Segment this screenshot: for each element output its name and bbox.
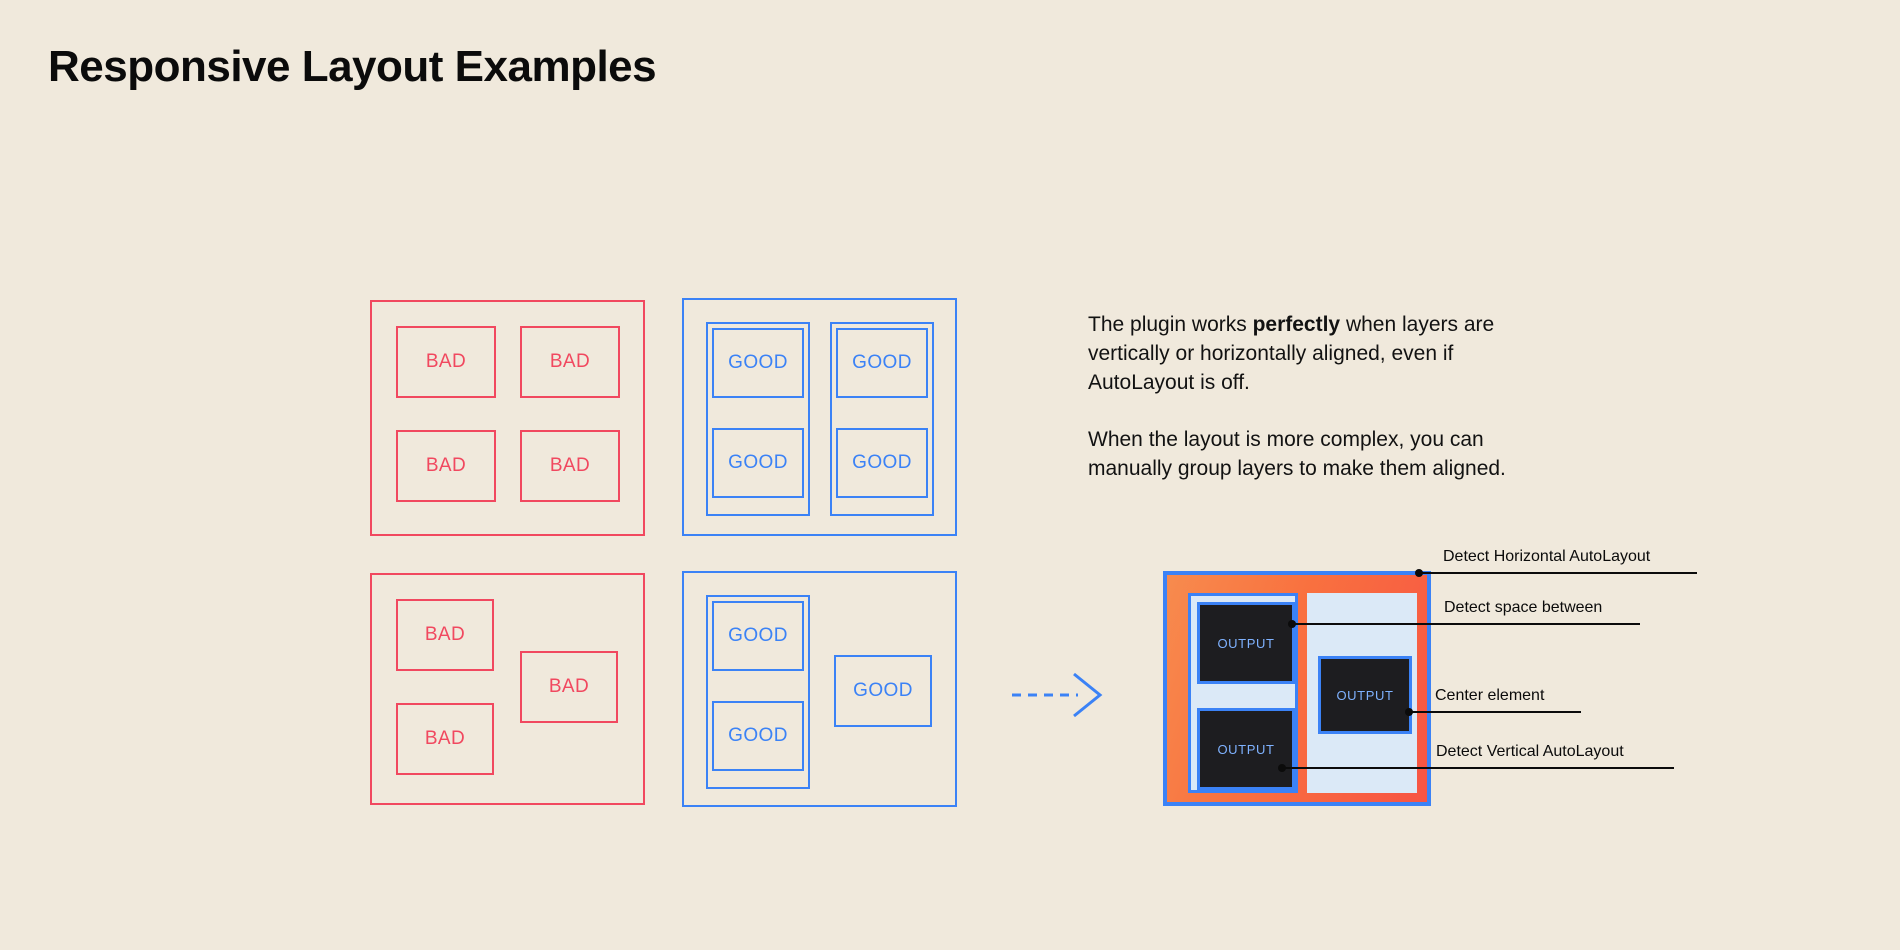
callout-label: Detect space between bbox=[1444, 599, 1603, 616]
callout-line bbox=[1419, 572, 1697, 574]
description-copy: The plugin works perfectly when layers a… bbox=[1088, 310, 1548, 483]
good-cell: GOOD bbox=[834, 655, 932, 727]
bad-cell: BAD bbox=[396, 326, 496, 398]
mock-panel: OUTPUT OUTPUT OUTPUT bbox=[1163, 571, 1431, 806]
callout-line bbox=[1282, 767, 1674, 769]
page-title: Responsive Layout Examples bbox=[48, 42, 657, 91]
good-cell: GOOD bbox=[712, 328, 804, 398]
bad-cell: BAD bbox=[520, 430, 620, 502]
output-chip: OUTPUT bbox=[1197, 708, 1295, 790]
paragraph-one-post: when layers are vertically or horizontal… bbox=[1088, 313, 1495, 394]
good-cell: GOOD bbox=[836, 428, 928, 498]
paragraph-one-pre: The plugin works bbox=[1088, 313, 1253, 336]
callout-label: Detect Horizontal AutoLayout bbox=[1443, 548, 1651, 565]
callout-line bbox=[1292, 623, 1640, 625]
paragraph-one-emphasis: perfectly bbox=[1252, 313, 1341, 336]
example-good-stagger: GOOD GOOD GOOD bbox=[682, 571, 957, 807]
mock-right-frame: OUTPUT bbox=[1307, 593, 1417, 793]
paragraph-one: The plugin works perfectly when layers a… bbox=[1088, 310, 1548, 397]
example-good-grid: GOOD GOOD GOOD GOOD bbox=[682, 298, 957, 536]
example-bad-stagger: BAD BAD BAD bbox=[370, 573, 645, 805]
good-subgroup: GOOD GOOD bbox=[706, 322, 810, 516]
mock-left-frame: OUTPUT OUTPUT bbox=[1188, 593, 1298, 793]
good-cell: GOOD bbox=[712, 601, 804, 671]
callout-label: Center element bbox=[1435, 687, 1545, 704]
good-cell: GOOD bbox=[836, 328, 928, 398]
flow-arrow-icon bbox=[1012, 672, 1104, 718]
good-subgroup: GOOD GOOD bbox=[706, 595, 810, 789]
bad-cell: BAD bbox=[396, 599, 494, 671]
bad-cell: BAD bbox=[396, 430, 496, 502]
output-chip: OUTPUT bbox=[1197, 602, 1295, 684]
output-chip: OUTPUT bbox=[1318, 656, 1412, 734]
callout-line bbox=[1409, 711, 1581, 713]
callout-label: Detect Vertical AutoLayout bbox=[1436, 743, 1624, 760]
good-subgroup: GOOD GOOD bbox=[830, 322, 934, 516]
paragraph-two: When the layout is more complex, you can… bbox=[1088, 428, 1506, 480]
good-cell: GOOD bbox=[712, 701, 804, 771]
good-cell: GOOD bbox=[712, 428, 804, 498]
bad-cell: BAD bbox=[396, 703, 494, 775]
bad-cell: BAD bbox=[520, 326, 620, 398]
example-bad-grid: BAD BAD BAD BAD bbox=[370, 300, 645, 536]
bad-cell: BAD bbox=[520, 651, 618, 723]
